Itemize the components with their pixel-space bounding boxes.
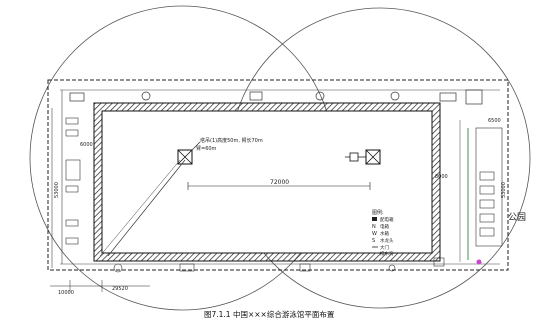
bottom-facilities xyxy=(113,257,445,273)
dim-pool-span: 72000 xyxy=(270,179,289,186)
tower-crane-left xyxy=(177,149,193,165)
svg-text:W: W xyxy=(372,231,377,237)
left-equipment xyxy=(65,117,81,245)
legend-item-4: 水龙头 xyxy=(380,237,394,244)
dim-bottom-left: 10000 xyxy=(58,290,74,296)
site-boundary xyxy=(47,79,509,271)
dim-right-offset: 8000 xyxy=(435,174,448,180)
legend-item-6: 排水沟 xyxy=(380,250,394,257)
legend: 图例: 配电箱 N 电箱 W 水箱 S 水龙头 大门 排水沟 xyxy=(372,209,394,257)
crane-spec-note-2: 臂=60m xyxy=(196,145,217,152)
dim-left-height: 53000 xyxy=(54,182,60,198)
dim-left-side: 6000 xyxy=(80,142,93,148)
entry-marker xyxy=(476,259,482,265)
svg-text:S: S xyxy=(372,238,375,244)
legend-item-1: 配电箱 xyxy=(380,216,394,223)
park-label: 公园 xyxy=(508,212,526,223)
access-route xyxy=(107,159,186,257)
right-facility-column xyxy=(475,127,503,247)
svg-text:N: N xyxy=(372,224,376,230)
dim-right-height: 53000 xyxy=(501,182,507,198)
legend-item-2: 电箱 xyxy=(380,223,389,230)
legend-title: 图例: xyxy=(372,209,384,216)
tower-crane-right xyxy=(345,149,381,165)
top-facilities xyxy=(69,89,483,105)
legend-item-3: 水箱 xyxy=(380,230,389,237)
dim-right-top: 6500 xyxy=(488,118,501,124)
building-interior xyxy=(101,110,433,254)
crane-spec-note: 塔吊(1)高度50m, 臂长70m xyxy=(200,137,263,144)
dim-bottom-mid: 29520 xyxy=(112,286,128,292)
legend-item-5: 大门 xyxy=(380,244,389,251)
figure-caption: 图7.1.1 中国×××综合游泳馆平面布置 xyxy=(204,309,335,319)
